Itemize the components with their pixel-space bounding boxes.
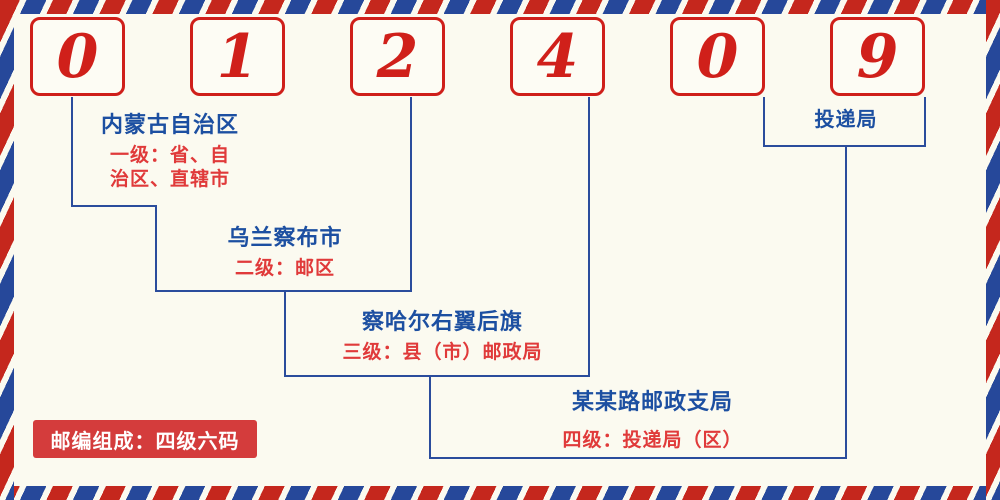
connector-line-digit3-vertical	[410, 97, 412, 292]
connector-line-level1-vertical	[71, 97, 73, 207]
digit-box-2: 1	[190, 17, 285, 96]
level1-label-block: 内蒙古自治区 一级：省、自 治区、直辖市	[70, 113, 270, 191]
digit-box-1: 0	[30, 17, 125, 96]
airmail-border-top	[0, 0, 1000, 14]
digit-1: 0	[56, 21, 99, 92]
airmail-border-left	[0, 0, 14, 500]
delivery-bracket-right-vertical	[924, 97, 926, 147]
digit-3: 2	[376, 21, 419, 92]
level2-label-block: 乌兰察布市 二级：邮区	[160, 226, 410, 280]
level1-description-line1: 一级：省、自	[109, 144, 230, 166]
connector-line-step1-vertical	[155, 205, 157, 292]
connector-line-step3-vertical	[429, 375, 431, 459]
delivery-bracket-horizontal	[763, 145, 926, 147]
airmail-border-right	[986, 0, 1000, 500]
connector-line-digit4-vertical	[588, 97, 590, 377]
connector-line-level4-horizontal	[429, 457, 847, 459]
level4-place-name: 某某路邮政支局	[571, 390, 733, 415]
level3-place-name: 察哈尔右翼后旗	[361, 310, 523, 335]
digit-box-5: 0	[670, 17, 765, 96]
digit-box-4: 4	[510, 17, 605, 96]
connector-line-level1-horizontal	[71, 205, 157, 207]
level3-description: 三级：县（市）邮政局	[342, 341, 543, 363]
connector-line-step2-vertical	[284, 290, 286, 377]
delivery-office-label-block: 投递局	[770, 106, 922, 132]
level4-description: 四级：投递局（区）	[562, 429, 743, 451]
digit-5: 0	[696, 21, 739, 92]
connector-line-level2-horizontal	[155, 290, 412, 292]
digit-box-3: 2	[350, 17, 445, 96]
connector-line-level3-horizontal	[284, 375, 590, 377]
level2-place-name: 乌兰察布市	[227, 226, 343, 251]
level2-description: 二级：邮区	[234, 257, 335, 279]
level1-place-name: 内蒙古自治区	[100, 113, 239, 138]
delivery-bracket-left-vertical	[763, 97, 765, 147]
digit-4: 4	[536, 21, 579, 92]
level3-label-block: 察哈尔右翼后旗 三级：县（市）邮政局	[305, 310, 580, 364]
airmail-border-bottom	[0, 486, 1000, 500]
level4-label-block: 某某路邮政支局 四级：投递局（区）	[540, 390, 765, 452]
digit-6: 9	[856, 21, 899, 92]
connector-line-delivery-long-vertical	[845, 145, 847, 459]
delivery-office-name: 投递局	[814, 107, 878, 131]
digit-2: 1	[216, 21, 259, 92]
postal-code-composition-badge: 邮编组成：四级六码	[33, 420, 257, 458]
digit-box-6: 9	[830, 17, 925, 96]
level1-description-line2: 治区、直辖市	[109, 168, 230, 190]
